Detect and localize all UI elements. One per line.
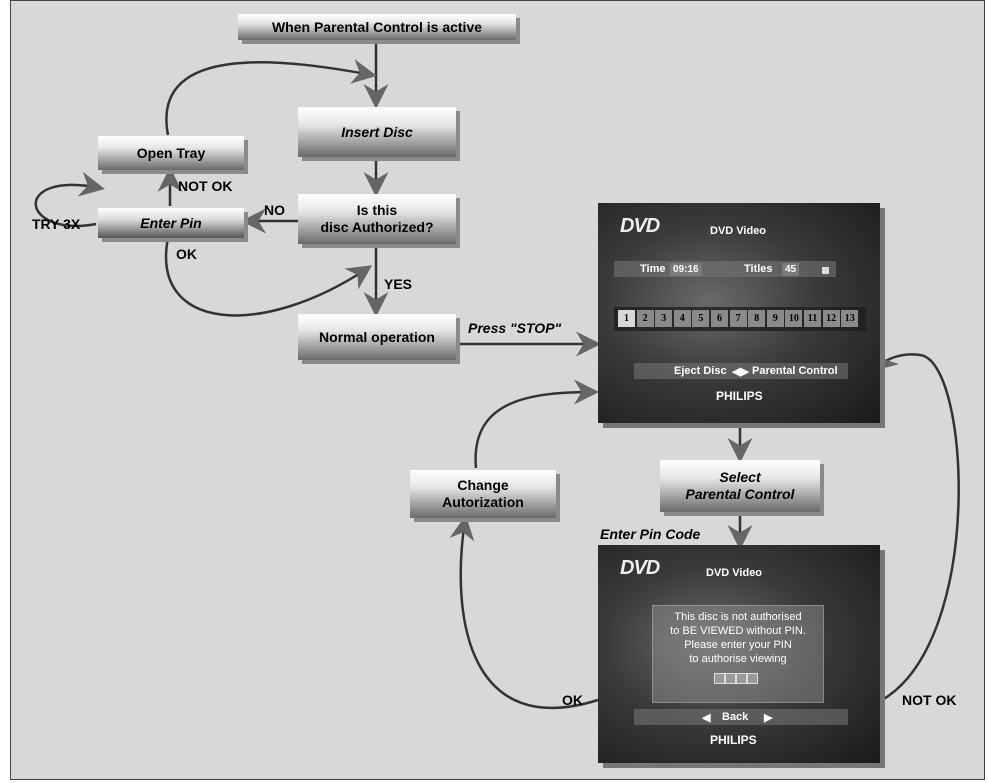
chapter-11[interactable]: 11 xyxy=(804,310,821,327)
authorized-box: Is this disc Authorized? xyxy=(298,194,456,244)
arrow-notok-screen xyxy=(872,345,960,702)
try-3x-label: TRY 3X xyxy=(32,216,81,232)
arrow-ok-change xyxy=(449,515,599,709)
chapter-3[interactable]: 3 xyxy=(655,310,673,327)
philips-logo: PHILIPS xyxy=(710,733,757,747)
press-stop-label: Press "STOP" xyxy=(468,320,562,336)
pin-message-line1: This disc is not authorised xyxy=(674,611,802,623)
chapter-4[interactable]: 4 xyxy=(673,310,691,327)
pin-digit-1[interactable] xyxy=(714,673,725,684)
menu-parental-control[interactable]: Parental Control xyxy=(752,365,838,377)
arrow-ok-loop xyxy=(164,237,373,317)
titles-label: Titles xyxy=(744,263,773,275)
pin-message-line3: Please enter your PIN xyxy=(684,639,792,651)
chapter-13[interactable]: 13 xyxy=(841,310,859,327)
change-authorization-box: Change Autorization xyxy=(410,470,556,518)
not-ok-bottom-label: NOT OK xyxy=(902,692,957,708)
dvd-screen-stop: DVD DVD Video Time 09:16 Titles 45 Eject… xyxy=(598,203,880,423)
back-button[interactable]: Back xyxy=(722,711,749,723)
enter-pin-box: Enter Pin xyxy=(98,208,244,238)
pin-digit-3[interactable] xyxy=(736,673,747,684)
open-tray-box: Open Tray xyxy=(98,136,244,170)
titles-value: 45 xyxy=(782,263,800,276)
pin-message-panel xyxy=(652,605,824,703)
no-label: NO xyxy=(264,202,285,218)
chapter-1[interactable]: 1 xyxy=(618,310,635,327)
philips-logo: PHILIPS xyxy=(716,389,763,403)
chapter-6[interactable]: 6 xyxy=(711,310,728,327)
arrow-try3x-loop xyxy=(34,171,105,227)
menu-bar xyxy=(634,363,848,379)
arrow-change-screen xyxy=(474,379,599,469)
pin-message-line2: to BE VIEWED without PIN. xyxy=(670,625,806,637)
screen-title: DVD Video xyxy=(710,225,767,237)
dvd-logo-icon: DVD xyxy=(620,215,660,237)
pin-digit-2[interactable] xyxy=(725,673,736,684)
normal-operation-box: Normal operation xyxy=(298,314,456,360)
dvd-screen-pin: DVD DVD Video This disc is not authorise… xyxy=(598,545,880,763)
time-label: Time xyxy=(640,263,666,275)
chapter-9[interactable]: 9 xyxy=(766,310,784,327)
not-ok-top-label: NOT OK xyxy=(178,178,233,194)
ok-left-label: OK xyxy=(176,246,197,262)
yes-label: YES xyxy=(384,276,413,292)
arrow-left-right-icon: ◀▶ xyxy=(732,366,749,378)
back-bar xyxy=(634,709,848,725)
dvd-logo-icon: DVD xyxy=(620,557,660,579)
chapter-2[interactable]: 2 xyxy=(636,310,654,327)
back-right-icon: ▶ xyxy=(764,712,773,724)
pin-digit-4[interactable] xyxy=(747,673,758,684)
chapter-12[interactable]: 12 xyxy=(822,310,840,327)
chapter-7[interactable]: 7 xyxy=(729,310,747,327)
chapter-10[interactable]: 10 xyxy=(785,310,803,327)
header-box: When Parental Control is active xyxy=(238,14,516,40)
select-parental-box: Select Parental Control xyxy=(660,460,820,512)
pin-message-line4: to authorise viewing xyxy=(689,653,787,665)
insert-disc-box: Insert Disc xyxy=(298,107,456,157)
chapter-5[interactable]: 5 xyxy=(692,310,710,327)
screen-title: DVD Video xyxy=(706,567,763,579)
enter-pin-code-label: Enter Pin Code xyxy=(600,526,701,542)
info-bar xyxy=(614,261,836,277)
ok-bottom-label: OK xyxy=(562,692,583,708)
arrow-opentray-loop xyxy=(165,59,377,136)
stop-icon xyxy=(822,267,829,274)
chapter-8[interactable]: 8 xyxy=(748,310,766,327)
menu-eject-disc[interactable]: Eject Disc xyxy=(674,365,727,377)
back-left-icon: ◀ xyxy=(702,712,711,724)
time-value: 09:16 xyxy=(670,263,702,276)
